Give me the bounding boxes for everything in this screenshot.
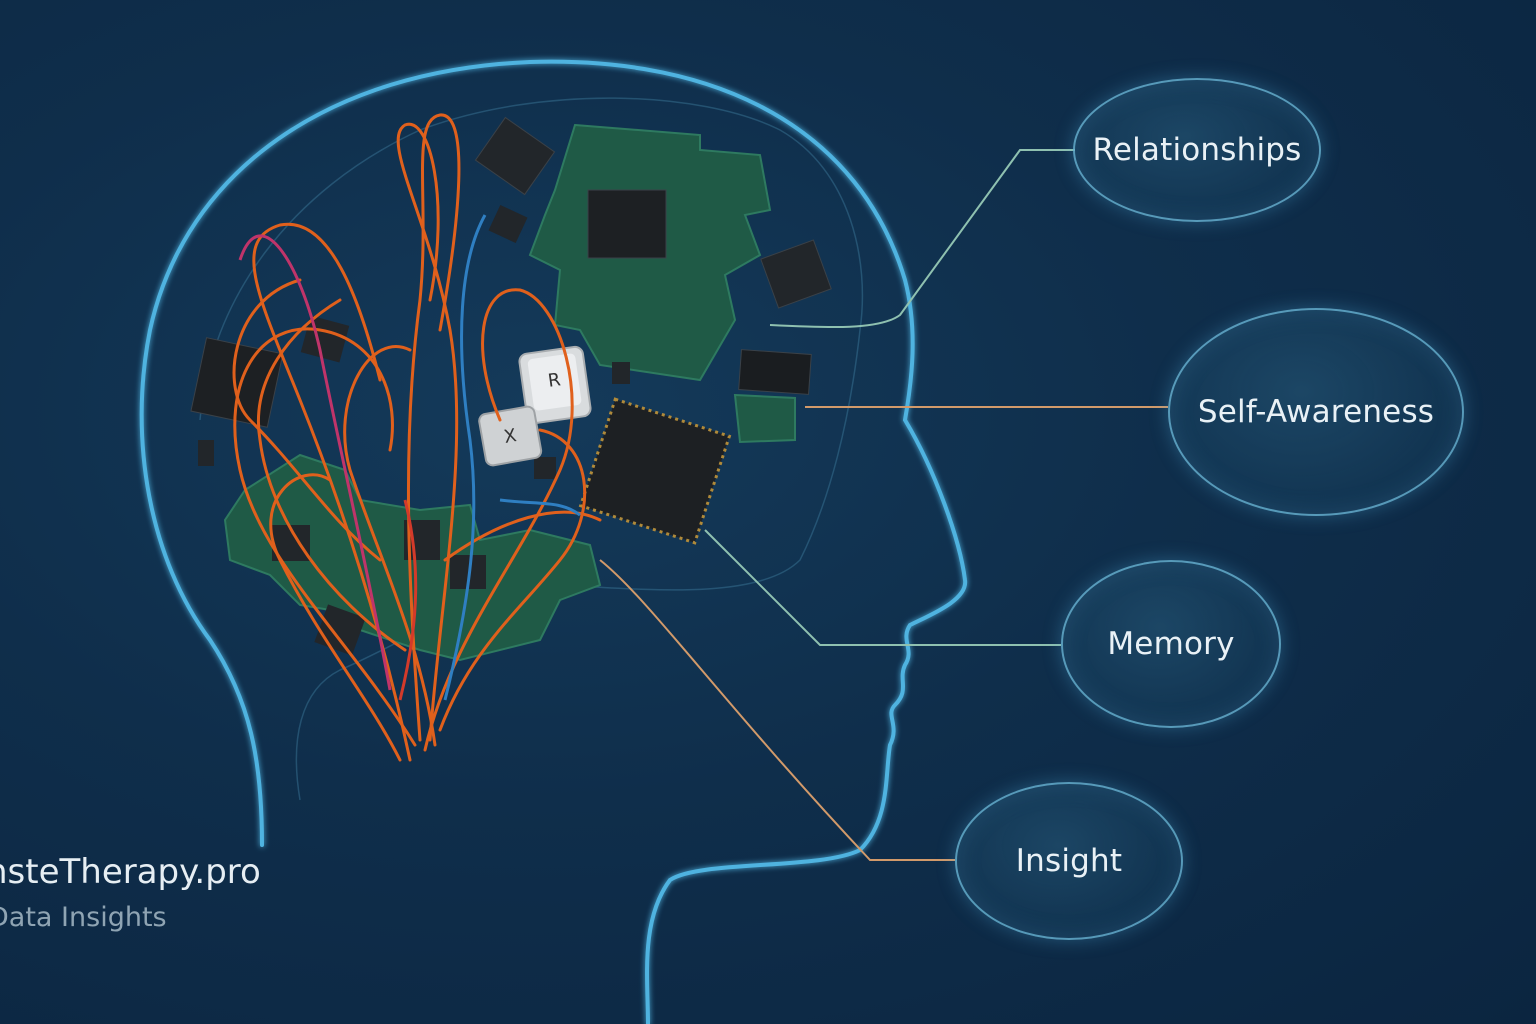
head-outline (139, 59, 968, 1024)
connector-relationships (769, 149, 1075, 329)
chip-connector (738, 349, 812, 395)
self-awareness-bubble: Self-Awareness (1168, 308, 1464, 516)
self-awareness-label: Self-Awareness (1197, 394, 1435, 430)
chip-top-left (474, 116, 556, 196)
brand-tagline: Data Insights (0, 902, 167, 933)
chip-board-main (587, 189, 667, 259)
connector-memory (704, 529, 1061, 646)
keycap-x-label: X (502, 425, 518, 448)
keycap-r-label: R (547, 369, 562, 392)
chip-tiny-3 (198, 440, 214, 466)
brand-name: nsteTherapy.pro (0, 852, 261, 892)
chip-tiny-1 (612, 362, 630, 384)
insight-bubble: Insight (955, 782, 1183, 940)
wire-magenta (238, 234, 392, 691)
wire-red (398, 499, 418, 701)
circuit-board-small (733, 393, 796, 444)
chip-right (760, 239, 832, 309)
insight-label: Insight (1015, 843, 1123, 879)
chip-large-center (578, 397, 732, 545)
relationships-bubble: Relationships (1073, 78, 1321, 222)
wire-blue-1 (443, 214, 487, 701)
wire-bundle (232, 113, 602, 762)
connector-insight (599, 559, 955, 861)
relationships-label: Relationships (1092, 132, 1302, 168)
chip-tiny-2 (534, 457, 556, 479)
memory-label: Memory (1107, 626, 1235, 662)
wire-blue-2 (499, 498, 581, 517)
memory-bubble: Memory (1061, 560, 1281, 728)
keycap-x: X (478, 405, 543, 467)
chip-small-1 (488, 204, 528, 244)
